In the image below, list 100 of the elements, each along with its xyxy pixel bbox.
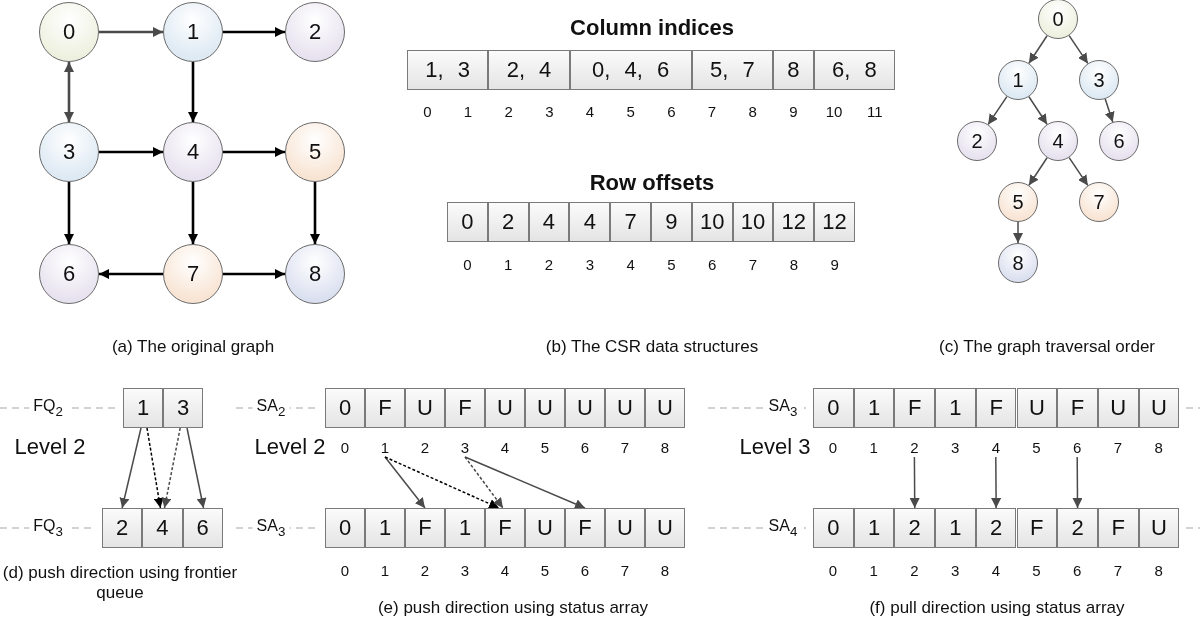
array-cell: F [365,388,405,428]
array-cell: 2 [975,508,1017,548]
index-number: 10 [825,102,843,120]
array-cell: F [1016,508,1058,548]
array-cell: 12 [773,202,815,242]
array-cell: 2, 4 [488,50,570,90]
index-number: 2 [504,102,513,120]
arrow [99,27,163,37]
array-cell: 1 [445,508,485,548]
index-number: 4 [991,561,1000,579]
index-number: 5 [667,255,676,273]
caption: (d) push direction using frontier queue [1,563,239,603]
arrow [987,95,1008,126]
array-cell: 4 [142,508,183,548]
array-cell: F [1097,508,1139,548]
arrow [991,456,1002,509]
index-number: 3 [585,255,594,273]
arrow [99,147,163,157]
index-number: 9 [789,102,798,120]
index-number: 0 [828,438,838,456]
index-number: 0 [340,561,350,579]
index-number: 8 [748,102,757,120]
level-label: Level 2 [14,434,86,460]
vertex-circle: 1 [163,2,223,62]
index-number: 4 [500,561,510,579]
array-cell: 1 [935,388,976,428]
array-cell: F [445,388,485,428]
caption: (e) push direction using status array [377,598,649,618]
index-number: 1 [869,438,878,456]
index-number: 0 [463,255,472,273]
array-cell: 2 [102,508,143,548]
arrow [1104,98,1115,123]
index-number: 5 [1032,561,1041,579]
array-cell: 1 [935,508,976,548]
index-number: 6 [708,255,717,273]
vertex-circle: 6 [39,244,99,304]
array-cell: 2 [894,508,936,548]
tree-node-circle: 7 [1079,182,1119,222]
arrow [384,456,500,509]
vertex-circle: 0 [39,2,99,62]
tree-node-circle: 5 [998,182,1038,222]
caption: (b) The CSR data structures [545,337,759,357]
array-cell: U [645,388,685,428]
array-cell: U [605,508,645,548]
array-cell: 3 [163,388,203,428]
index-number: 0 [828,561,838,579]
vertex-circle: 2 [285,2,345,62]
arrow [1028,35,1048,65]
arrow [161,427,181,509]
index-number: 1 [869,561,878,579]
index-number: 1 [463,102,473,120]
index-number: 1 [380,561,390,579]
arrow [119,427,142,509]
arrow [223,27,285,37]
arrow [1068,34,1089,65]
index-number: 1 [376,437,394,457]
array-cell: 6 [182,508,223,548]
array-cell: 8 [773,50,814,90]
array-cell: 0 [447,202,488,242]
array-cell: 4 [528,202,570,242]
array-label: FQ$_{3}$ [29,517,67,539]
array-cell: U [605,388,645,428]
array-cell: 0, 4, 6 [569,50,692,90]
array-cell: U [405,388,445,428]
array-cell: F [894,388,936,428]
array-cell: 9 [651,202,692,242]
index-number: 0 [340,438,350,456]
index-number: 5 [540,438,550,456]
vertex-circle: 8 [285,244,345,304]
arrow [64,182,74,244]
arrow [223,269,285,279]
index-number: 6 [580,438,590,456]
array-title: Column indices [570,15,734,41]
tree-node-circle: 0 [1038,0,1078,39]
array-cell: U [565,388,605,428]
array-cell: 7 [610,202,651,242]
array-cell: 2 [1057,508,1098,548]
array-cell: 1 [853,388,895,428]
array-cell: 1 [123,388,163,428]
index-number: 7 [707,102,717,120]
array-cell: 0 [813,388,854,428]
array-cell: F [485,508,525,548]
arrow [384,456,426,509]
array-cell: 1 [853,508,895,548]
index-number: 4 [585,102,595,120]
array-label: SA$_{3}$ [252,517,290,539]
index-number: 8 [789,255,798,273]
array-title: Row offsets [589,170,715,196]
arrow [310,182,320,244]
index-number: 3 [950,438,960,456]
arrow [1072,456,1083,509]
array-cell: U [1016,388,1058,428]
array-cell: 2 [487,202,529,242]
index-number: 9 [830,255,839,273]
array-cell: 0 [325,508,365,548]
index-number: 7 [620,438,630,456]
array-cell: U [1138,508,1180,548]
index-number: 4 [500,438,510,456]
array-cell: 0 [813,508,854,548]
index-number: 2 [420,438,430,456]
